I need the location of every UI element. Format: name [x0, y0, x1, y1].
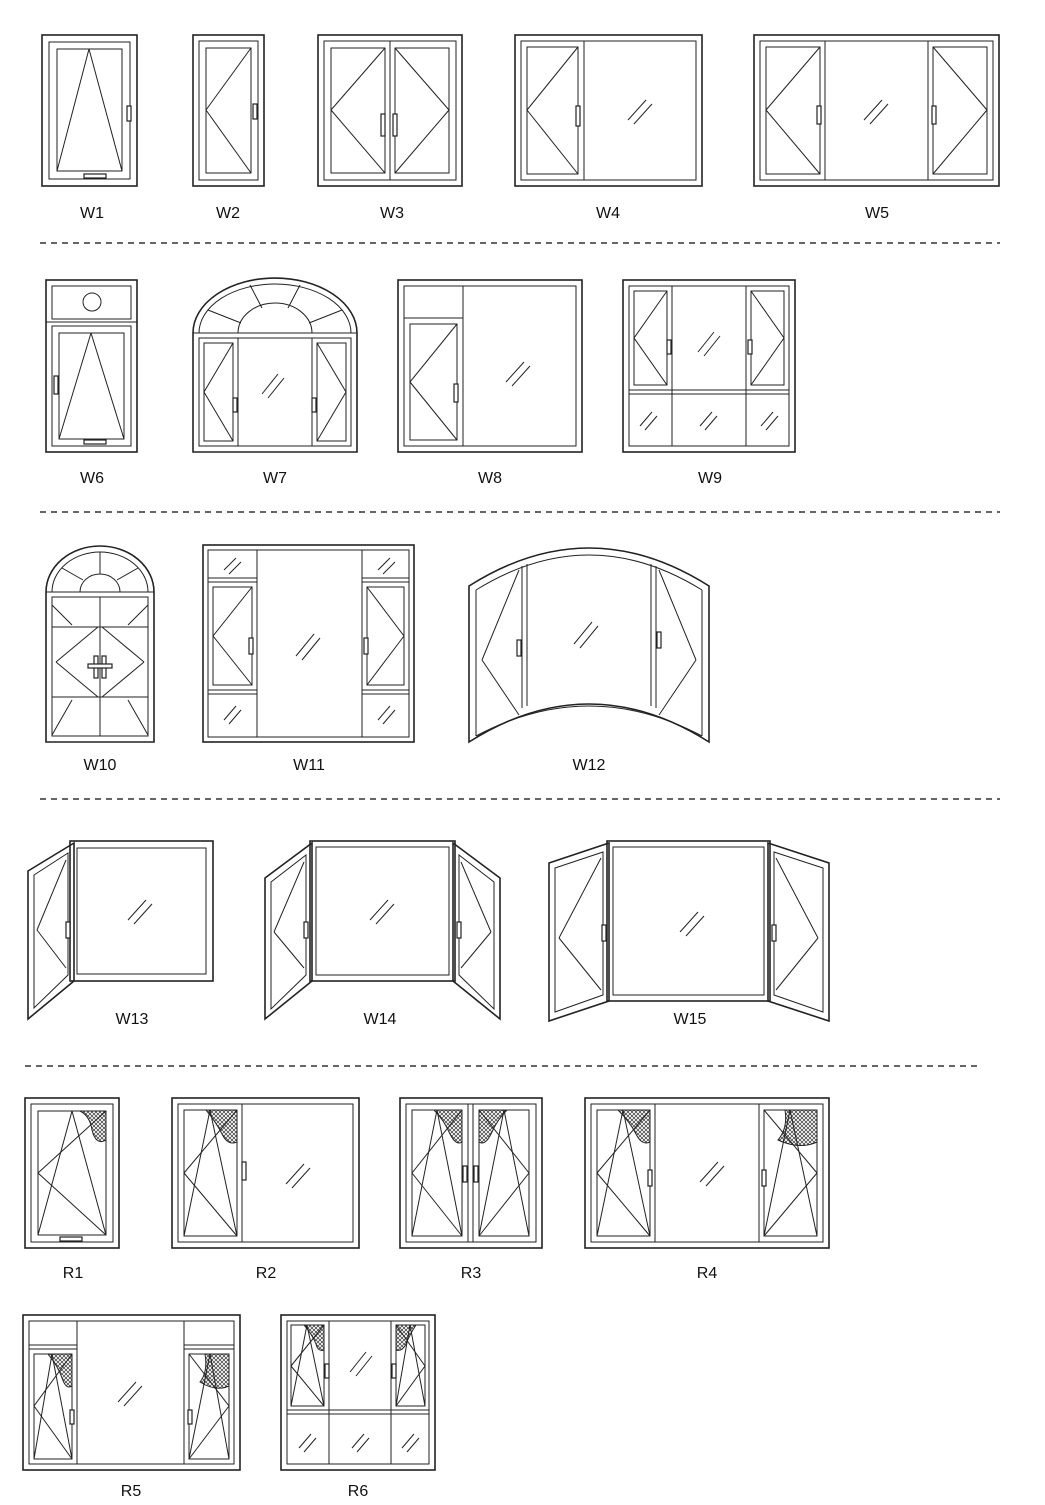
handle-icon — [575, 105, 581, 127]
handle-icon — [601, 924, 607, 942]
handle-icon — [303, 921, 309, 939]
label-w13: W13 — [116, 1011, 149, 1028]
handle-icon — [241, 1161, 247, 1181]
handle-icon — [391, 1363, 397, 1379]
label-w1: W1 — [80, 205, 104, 222]
handle-icon — [666, 339, 672, 355]
handle-icon — [59, 1236, 83, 1242]
handle-icon — [392, 113, 398, 137]
window-w5: W5 — [753, 34, 1000, 222]
handle-icon — [232, 397, 238, 413]
window-w2: W2 — [192, 34, 265, 222]
label-w2: W2 — [216, 205, 240, 222]
label-w6: W6 — [80, 470, 104, 487]
handle-icon — [931, 105, 937, 125]
insect-screen-icon — [616, 1109, 651, 1144]
insect-screen-icon — [199, 1353, 230, 1389]
window-w12: W12 — [468, 547, 710, 774]
handle-icon — [363, 637, 369, 655]
handle-icon — [324, 1363, 330, 1379]
label-w14: W14 — [364, 1011, 397, 1028]
label-w7: W7 — [263, 470, 287, 487]
label-w9: W9 — [698, 470, 722, 487]
window-w10: W10 — [45, 545, 155, 774]
label-w11: W11 — [293, 757, 325, 774]
handle-icon — [761, 1169, 767, 1187]
window-w11: W11 — [202, 544, 415, 774]
handle-icon — [126, 105, 132, 122]
handle-icon — [816, 105, 822, 125]
window-w15: W15 — [548, 840, 830, 1028]
insect-screen-icon — [204, 1109, 238, 1144]
label-w4: W4 — [596, 205, 620, 222]
label-r5: R5 — [121, 1483, 142, 1500]
handle-icon — [83, 173, 107, 179]
handle-icon — [453, 383, 459, 403]
label-w10: W10 — [84, 757, 117, 774]
window-w7: W7 — [192, 277, 358, 487]
handle-icon — [456, 921, 462, 939]
handle-icon — [187, 1409, 193, 1425]
handle-icon — [462, 1165, 468, 1183]
handle-icon — [380, 113, 386, 137]
label-w8: W8 — [478, 470, 502, 487]
window-r5: R5 — [22, 1314, 241, 1500]
label-r1: R1 — [63, 1265, 84, 1282]
handle-icon — [473, 1165, 479, 1183]
window-w14: W14 — [264, 840, 501, 1028]
window-w8: W8 — [397, 279, 583, 487]
handle-icon — [656, 631, 662, 649]
label-w15: W15 — [674, 1011, 707, 1028]
label-w5: W5 — [865, 205, 889, 222]
label-r3: R3 — [461, 1265, 482, 1282]
window-r2: R2 — [171, 1097, 360, 1282]
handle-icon — [87, 663, 113, 669]
insect-screen-icon — [79, 1110, 107, 1143]
window-r1: R1 — [24, 1097, 120, 1282]
window-w4: W4 — [514, 34, 703, 222]
handle-icon — [516, 639, 522, 657]
label-r4: R4 — [697, 1265, 718, 1282]
handle-icon — [311, 397, 317, 413]
handle-icon — [83, 439, 107, 445]
handle-icon — [771, 924, 777, 942]
label-w3: W3 — [380, 205, 404, 222]
window-w9: W9 — [622, 279, 796, 487]
handle-icon — [65, 921, 71, 939]
handle-icon — [69, 1409, 75, 1425]
window-w1: W1 — [41, 34, 138, 222]
window-r3: R3 — [399, 1097, 543, 1282]
window-w13: W13 — [27, 840, 214, 1028]
window-r6: R6 — [280, 1314, 436, 1500]
row-separators — [25, 242, 1000, 1067]
label-w12: W12 — [573, 757, 606, 774]
handle-icon — [248, 637, 254, 655]
handle-icon — [53, 375, 59, 395]
window-r4: R4 — [584, 1097, 830, 1282]
window-w3: W3 — [317, 34, 463, 222]
label-r2: R2 — [256, 1265, 277, 1282]
window-w6: W6 — [45, 279, 138, 487]
handle-icon — [747, 339, 753, 355]
handle-icon — [252, 103, 258, 120]
label-r6: R6 — [348, 1483, 369, 1500]
handle-icon — [647, 1169, 653, 1187]
